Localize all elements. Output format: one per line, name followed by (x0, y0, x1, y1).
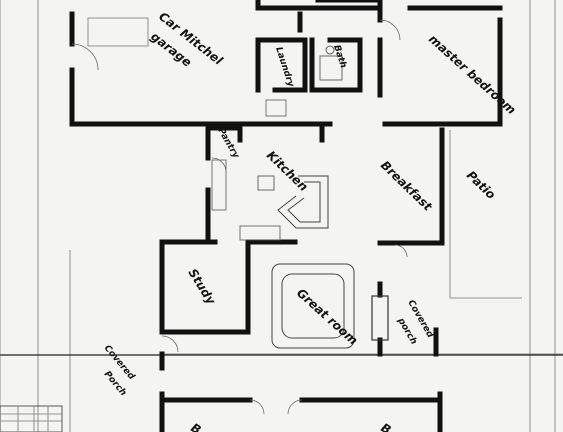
breakfast-label: Breakfast (378, 158, 436, 214)
pantry-label: Pantry (215, 127, 241, 162)
walls (69, 0, 503, 432)
study-label: Study (185, 266, 218, 308)
bedroom-right-label: B (379, 420, 394, 432)
bedroom-left-label: B (189, 420, 204, 432)
patio-label: Patio (464, 168, 498, 202)
bath-label: Bath (331, 44, 348, 70)
laundry-label: Laundry (273, 46, 296, 90)
kitchen-label: Kitchen (264, 148, 311, 194)
title-block (0, 405, 63, 432)
master-bedroom-label: master bedroom (426, 32, 519, 117)
covered-porch-right-line2: porch (395, 316, 419, 347)
fixtures (211, 45, 389, 349)
doors (71, 19, 408, 415)
